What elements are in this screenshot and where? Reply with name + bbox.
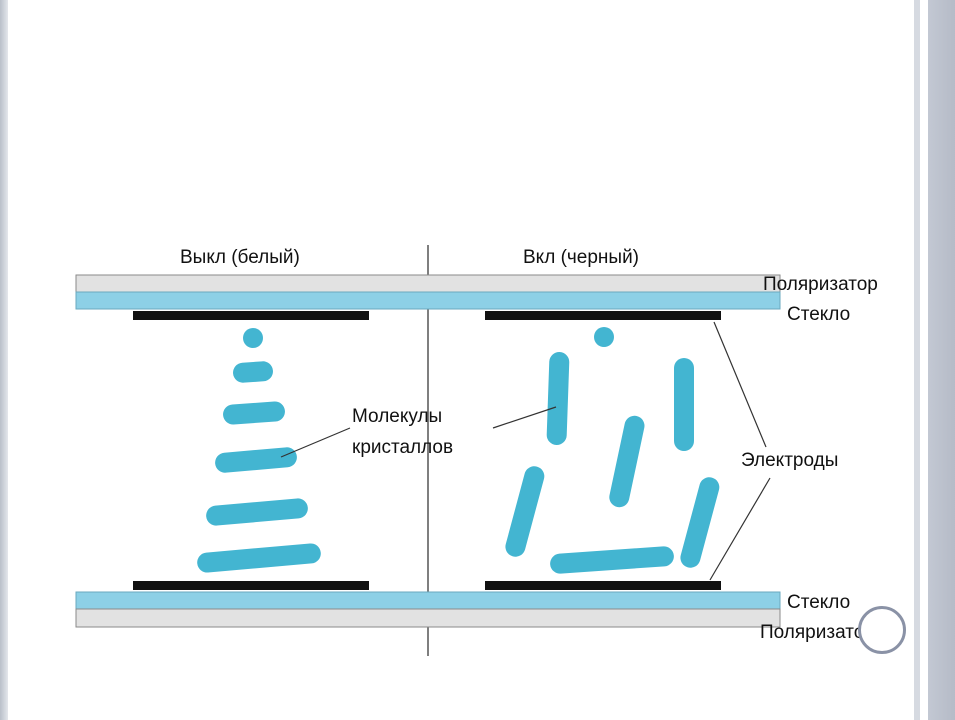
electrodes-leader-bottom	[709, 477, 771, 581]
molecules-on-state	[505, 327, 720, 574]
electrodes-leader-top	[713, 321, 767, 448]
molecule	[197, 543, 321, 573]
molecules-label-line1: Молекулы	[352, 406, 442, 427]
electrode-top-left	[133, 311, 369, 320]
glass-bottom-label: Стекло	[787, 592, 850, 613]
molecule	[609, 415, 645, 508]
molecules-leader-left	[280, 427, 351, 458]
slide-decoration-circle	[858, 606, 906, 654]
electrodes-label: Электроды	[741, 450, 838, 471]
slide-frame-right	[914, 0, 955, 720]
electrode-top-right	[485, 311, 721, 320]
molecules-leader-right	[492, 406, 557, 429]
molecule	[215, 447, 297, 473]
polarizer-bottom-label: Поляризатор	[760, 622, 875, 643]
molecule	[594, 327, 614, 347]
molecules-off-state	[197, 328, 321, 573]
glass-top-layer	[75, 291, 781, 310]
molecule	[546, 352, 570, 445]
polarizer-top-label: Поляризатор	[763, 274, 878, 295]
slide-frame-left	[0, 0, 8, 720]
glass-bottom-layer	[75, 591, 781, 610]
polarizer-top-layer	[75, 274, 781, 293]
electrode-bottom-right	[485, 581, 721, 590]
molecule	[674, 358, 694, 451]
molecule	[243, 328, 263, 348]
molecules-label-line2: кристаллов	[352, 437, 453, 458]
molecule	[550, 546, 674, 574]
electrode-bottom-left	[133, 581, 369, 590]
molecule	[505, 466, 545, 557]
molecule	[206, 498, 308, 526]
molecule	[680, 477, 720, 568]
molecule	[223, 401, 285, 425]
molecule	[233, 361, 273, 383]
on-state-label: Вкл (черный)	[523, 247, 639, 268]
polarizer-bottom-layer	[75, 608, 781, 628]
off-state-label: Выкл (белый)	[180, 247, 300, 268]
glass-top-label: Стекло	[787, 304, 850, 325]
